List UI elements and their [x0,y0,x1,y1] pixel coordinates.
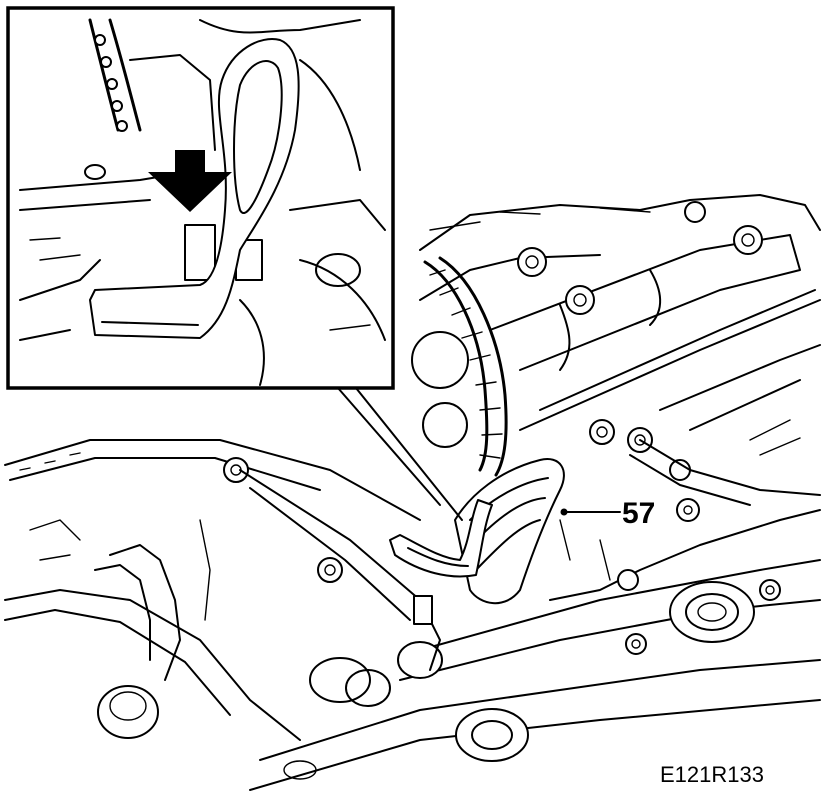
frame-bolt [223,419,781,655]
inset-leader-right [355,387,463,521]
cam-bolt [517,201,763,315]
figure-code: E121R133 [660,762,764,787]
down-arrow-icon [148,150,232,212]
callout-number: 57 [622,497,655,530]
detail-inset [6,6,395,390]
hook-tool-icon [389,499,493,578]
callout-57: 57 [560,497,655,530]
timing-chain [423,256,508,477]
chain-tensioner-rail [454,458,565,605]
inset-leader-left [337,387,441,506]
